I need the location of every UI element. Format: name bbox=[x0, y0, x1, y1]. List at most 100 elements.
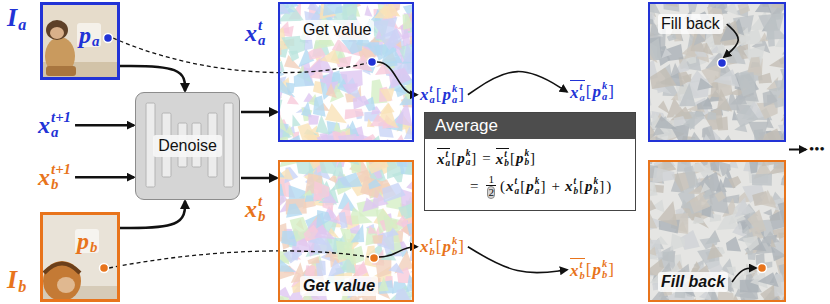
leader-arrow bbox=[468, 72, 567, 95]
subscript: b bbox=[573, 187, 578, 196]
script-stack: bt bbox=[573, 177, 578, 196]
math-symbol: p bbox=[442, 86, 451, 103]
math-label: pa bbox=[77, 23, 101, 47]
numerator: 1 bbox=[486, 174, 496, 186]
texture-veil bbox=[278, 160, 414, 302]
superscript: t bbox=[446, 150, 449, 159]
script-stack: at bbox=[430, 84, 435, 106]
step-label: Get value bbox=[300, 20, 374, 40]
leader-arrow bbox=[75, 176, 134, 179]
math-symbol: p bbox=[592, 83, 601, 100]
texture-veil bbox=[648, 160, 786, 302]
box-title: Denoise bbox=[153, 135, 222, 157]
math-label: pb bbox=[75, 229, 99, 253]
math-symbol: p bbox=[77, 229, 89, 253]
superscript: t bbox=[430, 84, 433, 95]
subscript: b bbox=[90, 240, 97, 255]
result-image: Fill back bbox=[648, 2, 786, 142]
subscript: a bbox=[51, 125, 58, 140]
superscript: k bbox=[535, 177, 540, 186]
photo-ground bbox=[40, 212, 120, 302]
figure-face bbox=[57, 277, 75, 293]
step-label: Fill back bbox=[658, 14, 723, 34]
script-stack: at+1 bbox=[51, 110, 71, 140]
superscript: t bbox=[573, 177, 576, 186]
subscript: b bbox=[580, 271, 585, 282]
figure-face bbox=[50, 27, 64, 39]
script-stack: bt bbox=[258, 194, 265, 224]
math-label: Ib bbox=[7, 267, 26, 293]
script-stack: bt+1 bbox=[51, 162, 71, 192]
subscript: a bbox=[466, 158, 471, 167]
script-stack: bk bbox=[452, 236, 457, 258]
script-stack: ak bbox=[452, 84, 457, 106]
math-bracket: [ bbox=[586, 261, 592, 278]
math-symbol: p bbox=[592, 261, 601, 278]
input-image: Iapa bbox=[40, 2, 120, 80]
texture-image bbox=[278, 160, 414, 302]
texture-ground bbox=[648, 160, 786, 302]
math-symbol: p bbox=[526, 179, 534, 194]
math-bracket: ( bbox=[500, 179, 505, 194]
point-dot bbox=[370, 254, 379, 263]
texture-ground bbox=[278, 160, 414, 302]
math-bracket: [ bbox=[451, 151, 456, 166]
math-symbol: x bbox=[437, 152, 445, 167]
script-stack: at bbox=[515, 177, 520, 196]
subscript: a bbox=[430, 95, 435, 106]
math-label: xbt[pbk] bbox=[420, 236, 465, 258]
leader-arrow bbox=[789, 149, 806, 151]
leader-arrow bbox=[732, 268, 756, 282]
math-bracket: [ bbox=[436, 238, 442, 255]
script-stack: at bbox=[580, 82, 585, 104]
math-symbol: x bbox=[420, 86, 429, 103]
figure-legs bbox=[46, 66, 76, 76]
result-image: Fill back bbox=[648, 160, 786, 302]
subscript: b bbox=[18, 279, 26, 295]
overline-bar: xat bbox=[437, 148, 450, 169]
math-bracket: ] bbox=[458, 86, 464, 103]
leader-arrow bbox=[75, 124, 134, 127]
subscript: b bbox=[594, 187, 599, 196]
subscript: a bbox=[452, 95, 457, 106]
overline-bar: xat bbox=[570, 80, 585, 104]
photo-a bbox=[40, 2, 120, 80]
superscript: k bbox=[452, 84, 457, 95]
superscript: t+1 bbox=[51, 162, 71, 177]
math-operator: + bbox=[551, 179, 559, 194]
subscript: a bbox=[602, 92, 607, 103]
math-operator: = bbox=[470, 179, 478, 194]
figure-body bbox=[43, 261, 81, 301]
math-bracket: ] bbox=[458, 238, 464, 255]
connector-arrow bbox=[120, 201, 185, 228]
subscript: a bbox=[446, 159, 451, 168]
figure-helmet bbox=[44, 264, 80, 274]
superscript: t bbox=[258, 194, 262, 209]
superscript: k bbox=[602, 81, 607, 92]
math-symbol: x bbox=[245, 21, 257, 45]
math-bracket: ] bbox=[530, 151, 535, 166]
math-bracket: [ bbox=[436, 86, 442, 103]
header-band: Average bbox=[425, 113, 635, 139]
math-bracket: ] bbox=[471, 151, 476, 166]
math-symbol: x bbox=[570, 262, 579, 279]
math-label: ••• bbox=[808, 142, 826, 157]
superscript: k bbox=[594, 177, 599, 186]
subscript: a bbox=[580, 93, 585, 104]
subscript: b bbox=[258, 209, 265, 224]
math-symbol: x bbox=[420, 238, 429, 255]
subscript: a bbox=[92, 34, 99, 49]
subscript: b bbox=[51, 177, 58, 192]
formula-line: xat[pak]=xbt[pbk] bbox=[437, 148, 625, 169]
script-stack: ak bbox=[602, 81, 607, 103]
point-dot bbox=[718, 59, 727, 68]
math-label: xat[pak] bbox=[570, 80, 615, 104]
formula-body: xat[pak]=xbt[pbk]=12(xat[pak]+xbt[pbk]) bbox=[425, 139, 635, 210]
script-stack: at bbox=[258, 18, 265, 48]
script-stack: bt bbox=[430, 236, 435, 258]
math-bracket: ] bbox=[608, 83, 614, 100]
math-symbol: x bbox=[496, 152, 504, 167]
math-bracket: ] bbox=[540, 179, 545, 194]
math-symbol: x bbox=[506, 179, 514, 194]
